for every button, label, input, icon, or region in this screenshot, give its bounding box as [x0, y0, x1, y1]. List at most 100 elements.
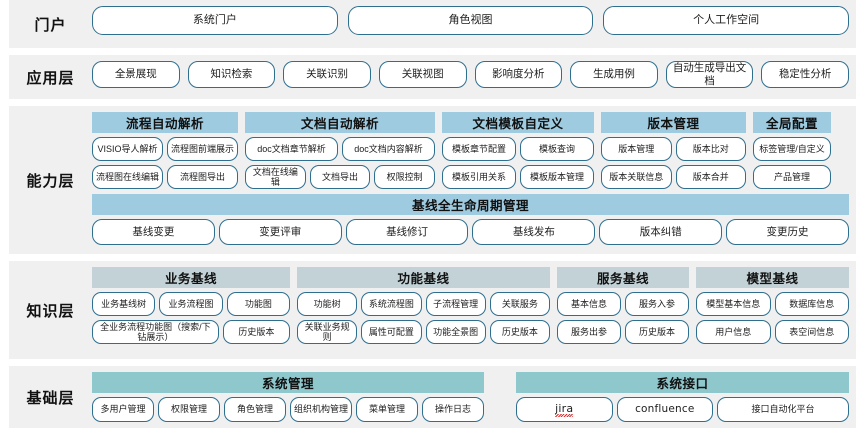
chip-product-mgmt[interactable]: 产品管理 [753, 165, 831, 189]
portal-item-role-view[interactable]: 角色视图 [347, 6, 594, 35]
knowledge-groups: 业务基线 业务基线树 业务流程图 功能图 全业务流程功能图（搜索/下钻展示） 历… [92, 267, 849, 353]
chip-history-version-function[interactable]: 历史版本 [489, 320, 550, 344]
chip-version-relation-info[interactable]: 版本关联信息 [601, 165, 672, 189]
capability-group-doc-template: 文档模板自定义 模板章节配置 模板查询 模板引用关系 模板版本管理 [442, 112, 594, 189]
chip-service-basic-info[interactable]: 基本信息 [557, 292, 621, 316]
chip-operation-log[interactable]: 操作日志 [422, 397, 484, 422]
chip-user-info[interactable]: 用户信息 [696, 320, 771, 344]
chip-permission-mgmt[interactable]: 权限管理 [158, 397, 220, 422]
chip-multi-user-mgmt[interactable]: 多用户管理 [92, 397, 154, 422]
chip-row: VISIO导人解析 流程图前端展示 [92, 137, 238, 161]
app-item-knowledge-search[interactable]: 知识检索 [187, 61, 276, 88]
chip-row: 关联业务规则 属性可配置 功能全景图 历史版本 [297, 320, 550, 344]
chip-row: jira confluence 接口自动化平台 [516, 397, 849, 422]
layer-application: 应用层 全景展现 知识检索 关联识别 关联视图 影响度分析 生成用例 自动生成导… [9, 55, 856, 99]
capability-group-process-parse: 流程自动解析 VISIO导人解析 流程图前端展示 流程图在线编辑 流程图导出 [92, 112, 238, 189]
chip-function-panorama[interactable]: 功能全景图 [425, 320, 486, 344]
chip-change-review[interactable]: 变更评审 [218, 219, 342, 245]
chip-function-tree[interactable]: 功能树 [297, 292, 358, 316]
chip-change-history[interactable]: 变更历史 [726, 219, 849, 245]
chip-related-service[interactable]: 关联服务 [489, 292, 550, 316]
app-item-relation-view[interactable]: 关联视图 [378, 61, 467, 88]
knowledge-body: 业务基线 业务基线树 业务流程图 功能图 全业务流程功能图（搜索/下钻展示） 历… [92, 261, 856, 359]
chip-permission-control[interactable]: 权限控制 [374, 165, 436, 189]
layer-label-knowledge: 知识层 [26, 302, 75, 320]
chip-model-basic-info[interactable]: 模型基本信息 [696, 292, 771, 316]
baseline-lifecycle-block: 基线全生命周期管理 基线变更 变更评审 基线修订 基线发布 版本纠错 变更历史 [92, 194, 849, 245]
chip-template-chapter-config[interactable]: 模板章节配置 [442, 137, 516, 161]
chip-system-flowchart[interactable]: 系统流程图 [361, 292, 422, 316]
capability-body: 流程自动解析 VISIO导人解析 流程图前端展示 流程图在线编辑 流程图导出 文… [92, 106, 856, 254]
app-item-relation-recognition[interactable]: 关联识别 [283, 61, 371, 88]
chip-flowchart-online-edit[interactable]: 流程图在线编辑 [92, 165, 163, 189]
chip-tablespace-info[interactable]: 表空间信息 [774, 320, 849, 344]
group-title-doc-template: 文档模板自定义 [442, 112, 594, 133]
capability-group-global-config: 全局配置 标签管理/自定义 产品管理 [753, 112, 831, 189]
group-title-system-interface: 系统接口 [516, 372, 849, 393]
chip-doc-export[interactable]: 文档导出 [309, 165, 371, 189]
chip-version-compare[interactable]: 版本比对 [675, 137, 746, 161]
group-title-function-baseline: 功能基线 [297, 267, 550, 288]
chip-service-input-params[interactable]: 服务入参 [625, 292, 689, 316]
chip-attribute-configurable[interactable]: 属性可配置 [361, 320, 422, 344]
chip-baseline-change[interactable]: 基线变更 [92, 219, 215, 245]
foundation-column-system-mgmt: 系统管理 多用户管理 权限管理 角色管理 组织机构管理 菜单管理 操作日志 [92, 372, 484, 422]
app-item-impact-analysis[interactable]: 影响度分析 [474, 61, 563, 88]
chip-template-version-mgmt[interactable]: 模板版本管理 [520, 165, 594, 189]
chip-role-mgmt[interactable]: 角色管理 [224, 397, 286, 422]
chip-template-reference-relation[interactable]: 模板引用关系 [442, 165, 516, 189]
chip-visio-import-parse[interactable]: VISIO导人解析 [92, 137, 163, 161]
chip-version-correction[interactable]: 版本纠错 [599, 219, 723, 245]
capability-groups: 流程自动解析 VISIO导人解析 流程图前端展示 流程图在线编辑 流程图导出 文… [92, 112, 849, 189]
chip-row: 全业务流程功能图（搜索/下钻展示） 历史版本 [92, 320, 290, 344]
chip-row: 模板章节配置 模板查询 [442, 137, 594, 161]
chip-doc-chapter-parse[interactable]: doc文档章节解析 [245, 137, 338, 161]
chip-row: 标签管理/自定义 [753, 137, 831, 161]
chip-baseline-release[interactable]: 基线发布 [472, 219, 596, 245]
chip-flowchart-frontend-display[interactable]: 流程图前端展示 [167, 137, 238, 161]
portal-item-personal-workspace[interactable]: 个人工作空间 [603, 6, 850, 35]
layer-portal: 门户 系统门户 角色视图 个人工作空间 [9, 0, 856, 48]
app-item-stability-analysis[interactable]: 稳定性分析 [761, 61, 849, 88]
chip-template-query[interactable]: 模板查询 [520, 137, 594, 161]
group-title-version-mgmt: 版本管理 [601, 112, 746, 133]
chip-function-diagram[interactable]: 功能图 [226, 292, 290, 316]
chip-related-business-rule[interactable]: 关联业务规则 [297, 320, 358, 344]
chip-service-output-params[interactable]: 服务出参 [557, 320, 621, 344]
chip-flowchart-export[interactable]: 流程图导出 [167, 165, 238, 189]
chip-org-structure-mgmt[interactable]: 组织机构管理 [290, 397, 352, 422]
application-items: 全景展现 知识检索 关联识别 关联视图 影响度分析 生成用例 自动生成导出文档 … [92, 55, 856, 99]
chip-version-merge[interactable]: 版本合并 [675, 165, 746, 189]
group-title-baseline-lifecycle: 基线全生命周期管理 [92, 194, 849, 215]
app-item-generate-usecase[interactable]: 生成用例 [570, 61, 658, 88]
chip-doc-online-edit[interactable]: 文档在线编辑 [245, 165, 306, 189]
chip-api-automation-platform[interactable]: 接口自动化平台 [717, 397, 849, 422]
chip-confluence[interactable]: confluence [616, 397, 714, 422]
chip-menu-mgmt[interactable]: 菜单管理 [356, 397, 418, 422]
chip-tag-mgmt-custom[interactable]: 标签管理/自定义 [753, 137, 831, 161]
app-item-auto-export-doc[interactable]: 自动生成导出文档 [665, 61, 754, 88]
chip-baseline-revision[interactable]: 基线修订 [345, 219, 469, 245]
chip-row: 模板引用关系 模板版本管理 [442, 165, 594, 189]
app-item-panorama[interactable]: 全景展现 [92, 61, 180, 88]
layer-foundation: 基础层 系统管理 多用户管理 权限管理 角色管理 组织机构管理 菜单管理 操作日… [9, 366, 856, 428]
portal-item-system-portal[interactable]: 系统门户 [92, 6, 338, 35]
chip-doc-content-parse[interactable]: doc文档内容解析 [342, 137, 435, 161]
chip-history-version-service[interactable]: 历史版本 [625, 320, 689, 344]
chip-business-baseline-tree[interactable]: 业务基线树 [92, 292, 156, 316]
chip-full-business-process-function-map[interactable]: 全业务流程功能图（搜索/下钻展示） [92, 320, 219, 344]
chip-version-mgmt[interactable]: 版本管理 [601, 137, 672, 161]
group-title-global-config: 全局配置 [753, 112, 831, 133]
chip-row: 产品管理 [753, 165, 831, 189]
chip-history-version-business[interactable]: 历史版本 [222, 320, 290, 344]
chip-subprocess-mgmt[interactable]: 子流程管理 [425, 292, 486, 316]
portal-items: 系统门户 角色视图 个人工作空间 [92, 0, 856, 48]
chip-jira[interactable]: jira [516, 397, 613, 422]
chip-database-info[interactable]: 数据库信息 [774, 292, 849, 316]
chip-row: 流程图在线编辑 流程图导出 [92, 165, 238, 189]
chip-row: 基线变更 变更评审 基线修订 基线发布 版本纠错 变更历史 [92, 219, 849, 245]
chip-row: 模型基本信息 数据库信息 [696, 292, 849, 316]
foundation-column-system-interface: 系统接口 jira confluence 接口自动化平台 [516, 372, 849, 422]
chip-business-flowchart[interactable]: 业务流程图 [159, 292, 223, 316]
